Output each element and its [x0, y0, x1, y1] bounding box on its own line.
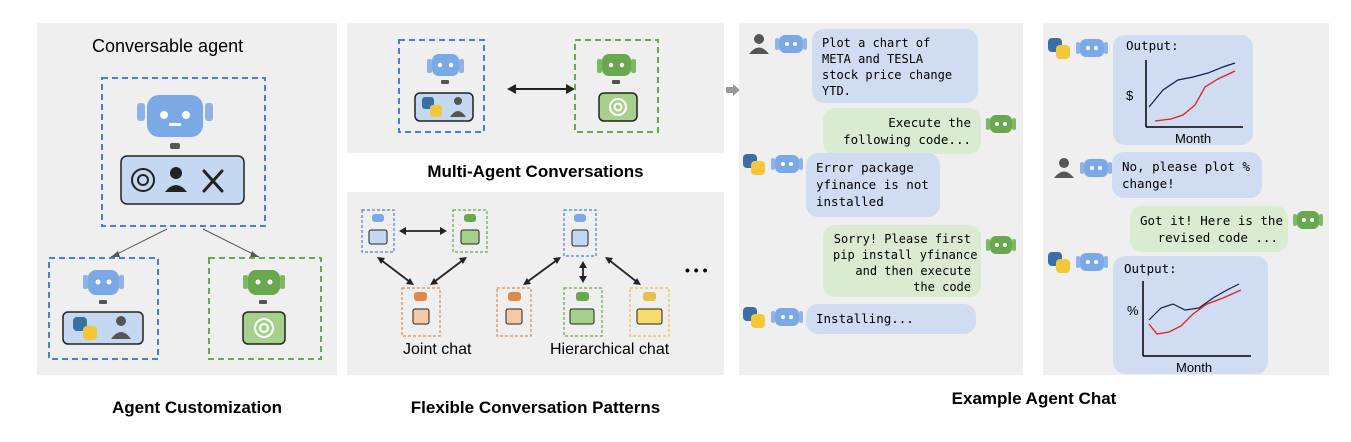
joint-chat-diagram: [361, 209, 488, 337]
blue-robot-icon: [83, 270, 124, 304]
blue-robot-icon: [427, 54, 464, 84]
python-bot-avatar: [1048, 252, 1108, 273]
chart-2-xlabel: Month: [1176, 360, 1213, 375]
flow-arrow: [726, 84, 740, 96]
stock-price-chart: [1145, 60, 1243, 128]
openai-icon: [254, 318, 274, 338]
green-robot-icon: [597, 54, 636, 84]
blue-robot-icon: [771, 308, 803, 326]
user-bot-avatar: [749, 34, 807, 54]
blue-robot-icon: [1076, 253, 1108, 271]
blue-robot-icon: [137, 95, 213, 149]
green-robot-icon: [986, 115, 1016, 133]
python-bot-avatar: [743, 154, 803, 175]
green-robot-avatar: [986, 115, 1016, 133]
python-icon: [1048, 38, 1070, 59]
chat-message-install-instructions: Sorry! Please first pip install yfinance…: [823, 225, 981, 297]
python-bot-avatar: [1048, 38, 1108, 59]
patterns-diagram: [361, 209, 670, 337]
chart-1-ylabel: $: [1126, 88, 1134, 103]
multi-agent-diagram: [398, 39, 659, 133]
conversable-agent-heading: Conversable agent: [92, 36, 244, 56]
joint-chat-label: Joint chat: [403, 341, 472, 358]
python-icon: [1048, 252, 1070, 273]
chat-message-revised-code: Got it! Here is the revised code ...: [1130, 206, 1288, 252]
green-robot-avatar: [1293, 211, 1323, 229]
hierarchical-chat-label: Hierarchical chat: [550, 341, 670, 358]
openai-icon: [609, 98, 627, 116]
multi-agent-caption: Multi-Agent Conversations: [427, 162, 644, 181]
blue-robot-icon: [775, 35, 807, 53]
chart-1-xlabel: Month: [1175, 131, 1212, 146]
agent-customization-caption: Agent Customization: [112, 398, 282, 417]
python-icon: [743, 307, 765, 328]
python-icon: [743, 154, 765, 175]
green-robot-icon: [1293, 211, 1323, 229]
agent-customization-diagram: [48, 77, 322, 360]
chat-message-user-request: Plot a chart of META and TESLA stock pri…: [812, 29, 978, 103]
user-bot-avatar: [1054, 158, 1112, 178]
human-icon: [111, 316, 131, 339]
human-icon: [165, 167, 187, 192]
chart-2-ylabel: %: [1127, 303, 1139, 318]
percent-change-chart: [1142, 281, 1251, 357]
human-icon: [450, 97, 466, 117]
python-icon: [73, 317, 97, 340]
blue-robot-icon: [1076, 39, 1108, 57]
more-patterns-dots: • • •: [685, 262, 708, 278]
chat-message-execute-code: Execute the following code...: [823, 108, 981, 154]
blue-robot-icon: [771, 155, 803, 173]
patterns-caption: Flexible Conversation Patterns: [410, 398, 661, 417]
python-icon: [422, 97, 442, 117]
openai-icon: [131, 168, 155, 192]
chat-output-chart-2: [1113, 256, 1268, 374]
tools-icon: [202, 169, 224, 193]
python-bot-avatar: [743, 307, 803, 328]
example-chat-caption: Example Agent Chat: [951, 389, 1117, 408]
human-icon: [1054, 158, 1074, 178]
hierarchical-chat-diagram: [496, 209, 670, 337]
green-robot-icon: [243, 270, 285, 304]
blue-robot-icon: [1080, 159, 1112, 177]
chat-message-installing: Installing...: [806, 304, 976, 334]
green-robot-icon: [986, 236, 1016, 254]
output-label: Output:: [1126, 38, 1179, 53]
output-label: Output:: [1124, 261, 1177, 276]
chat-message-plot-percent: No, please plot % change!: [1112, 152, 1262, 198]
human-icon: [749, 34, 769, 54]
chat-message-error: Error package yfinance is not installed: [806, 153, 940, 217]
green-robot-avatar: [986, 236, 1016, 254]
